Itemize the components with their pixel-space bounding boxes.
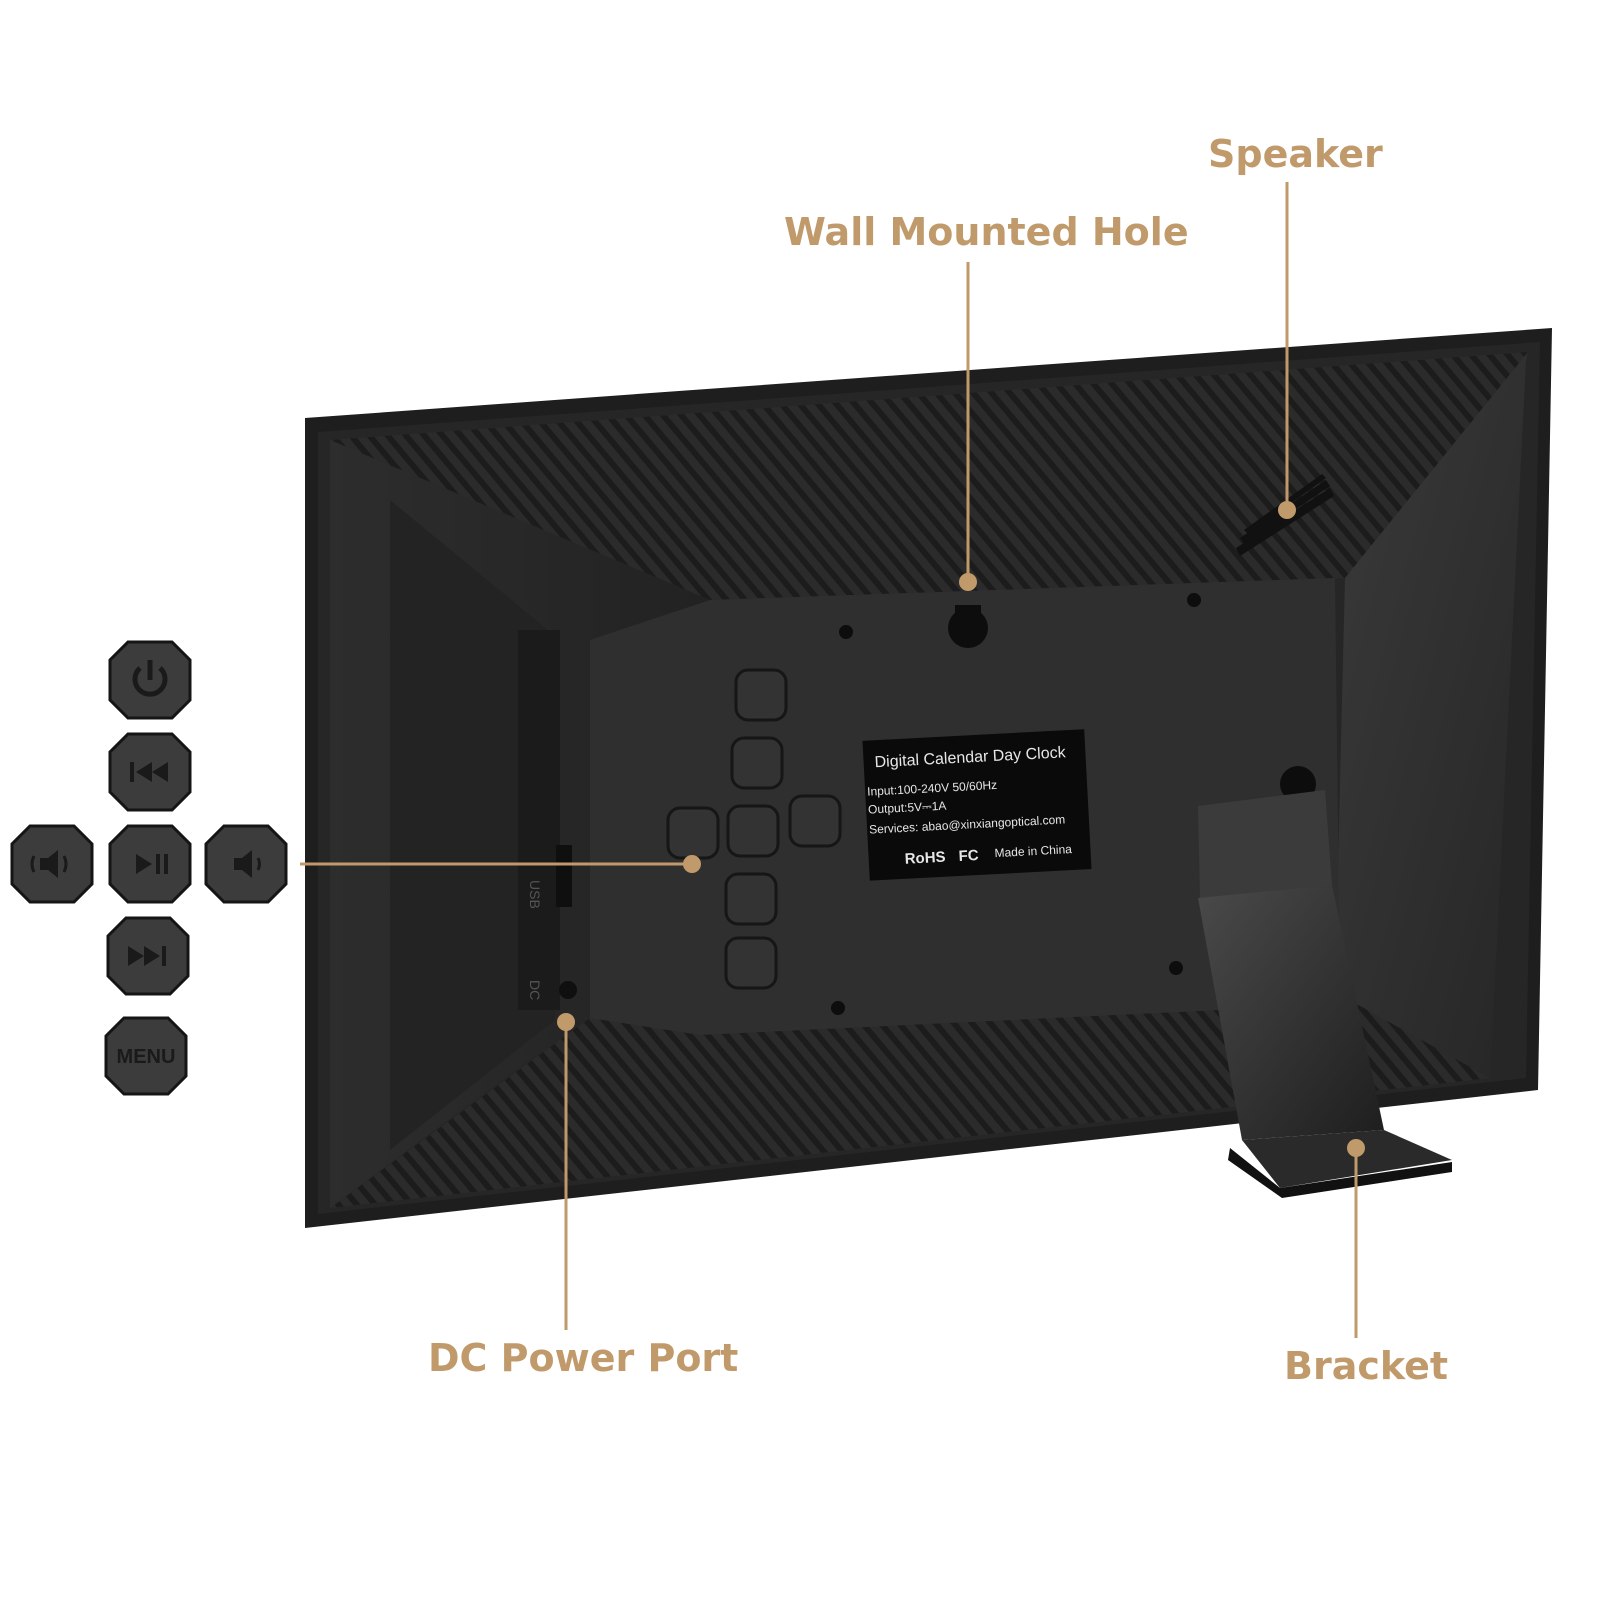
next-track-icon bbox=[106, 916, 190, 996]
play-pause-button bbox=[108, 824, 192, 904]
device-buttons bbox=[666, 668, 842, 990]
plate-fc: FC bbox=[958, 847, 979, 865]
screw-hole bbox=[839, 625, 853, 639]
top-bevel-stripes bbox=[330, 352, 1528, 600]
dc-port bbox=[559, 981, 577, 999]
callout-wall-mounted-hole: Wall Mounted Hole bbox=[784, 210, 1189, 254]
plate-input: Input:100-240V 50/60Hz bbox=[867, 778, 998, 799]
play-pause-icon bbox=[108, 824, 192, 904]
right-bevel bbox=[1335, 352, 1528, 1078]
usb-label: USB bbox=[527, 880, 543, 909]
menu-button-shape: MENU bbox=[104, 1016, 188, 1096]
volume-down-icon bbox=[10, 824, 94, 904]
bracket-stand bbox=[1198, 790, 1452, 1198]
plate-rohs: RoHS bbox=[904, 849, 946, 868]
screw-hole bbox=[1187, 593, 1201, 607]
next-button bbox=[106, 916, 190, 996]
callout-dots bbox=[557, 501, 1365, 1157]
callout-bracket: Bracket bbox=[1284, 1344, 1449, 1388]
volume-up-button bbox=[204, 824, 288, 904]
callout-speaker: Speaker bbox=[1208, 132, 1383, 176]
callout-lines bbox=[300, 182, 1358, 1338]
screw-hole bbox=[1169, 961, 1183, 975]
menu-label: MENU bbox=[117, 1046, 176, 1068]
plate-made-in: Made in China bbox=[994, 842, 1072, 860]
power-button bbox=[108, 640, 192, 720]
side-ports-strip bbox=[518, 630, 560, 1010]
plate-output: Output:5V⎓1A bbox=[868, 799, 947, 817]
label-plate: Digital Calendar Day Clock Input:100-240… bbox=[862, 729, 1092, 881]
power-icon bbox=[108, 640, 192, 720]
wall-mount-hole bbox=[948, 605, 988, 648]
callout-dc-power-port: DC Power Port bbox=[428, 1336, 739, 1380]
volume-down-button bbox=[10, 824, 94, 904]
left-inner-shade bbox=[390, 500, 560, 1150]
menu-button: MENU bbox=[104, 1016, 188, 1096]
screw-hole bbox=[831, 1001, 845, 1015]
dc-label: DC bbox=[527, 980, 543, 1000]
previous-button bbox=[108, 732, 192, 812]
usb-port bbox=[556, 845, 572, 907]
bottom-bevel-stripes bbox=[330, 992, 1490, 1208]
volume-up-icon bbox=[204, 824, 288, 904]
previous-track-icon bbox=[108, 732, 192, 812]
